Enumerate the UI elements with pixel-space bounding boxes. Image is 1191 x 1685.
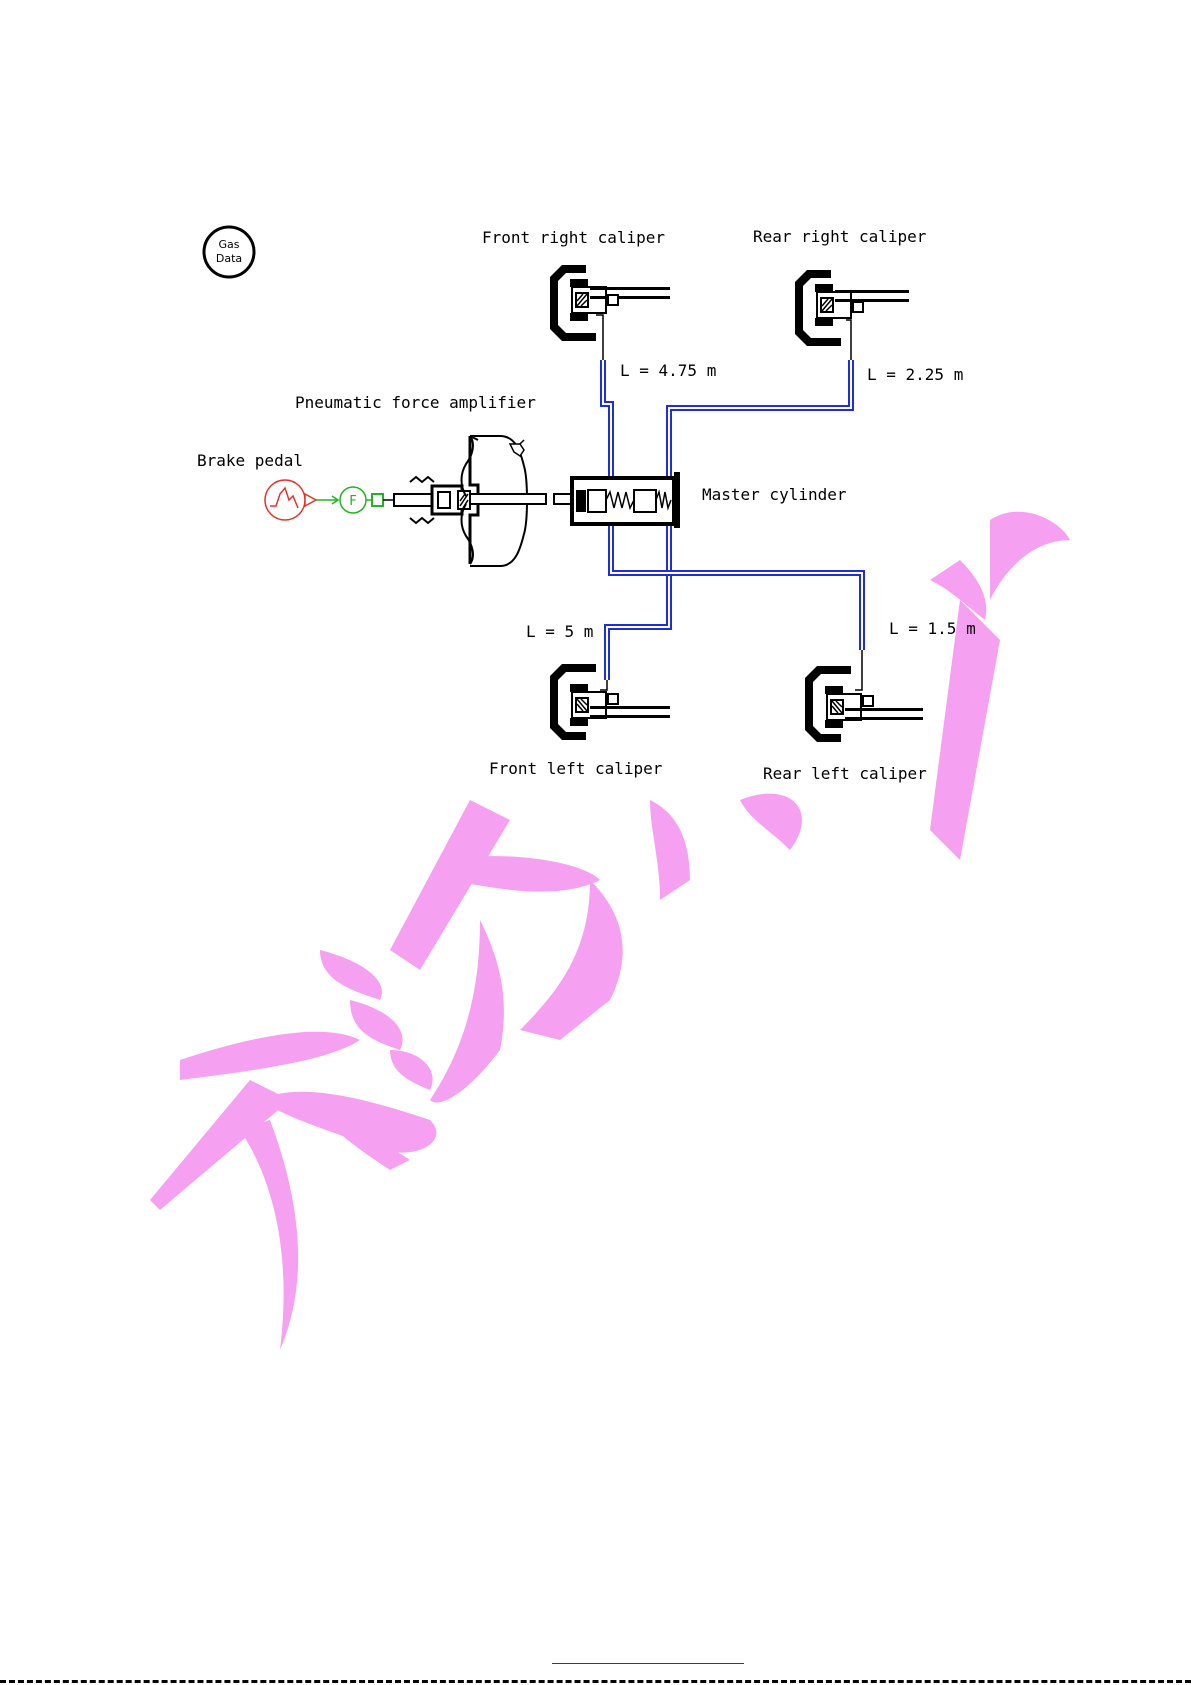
label-rear-left-caliper: Rear left caliper (763, 764, 927, 783)
force-symbol: F (349, 494, 356, 509)
force-sensor-icon: F (340, 487, 383, 513)
label-pipe-front-left: L = 5 m (526, 622, 593, 641)
footer-link-underline[interactable] (552, 1663, 744, 1664)
connector-front-left (600, 680, 607, 690)
master-cylinder (572, 472, 680, 528)
connector-rear-left (855, 650, 862, 690)
pipe-front-right (603, 360, 611, 485)
rear-right-caliper (795, 270, 909, 346)
gas-data-line2: Data (216, 252, 242, 265)
label-front-right-caliper: Front right caliper (482, 228, 665, 247)
brake-pedal-source-icon (265, 480, 316, 520)
gas-data-icon: Gas Data (204, 227, 254, 277)
label-front-left-caliper: Front left caliper (489, 759, 663, 778)
label-master-cylinder: Master cylinder (702, 485, 847, 504)
connector-rear-right (846, 320, 851, 360)
label-rear-right-caliper: Rear right caliper (753, 227, 927, 246)
connector-front-right (596, 315, 603, 360)
label-brake-pedal: Brake pedal (197, 451, 303, 470)
pneumatic-amplifier (394, 436, 582, 566)
page-bottom-rule (0, 1680, 1191, 1683)
label-pipe-front-right: L = 4.75 m (620, 361, 716, 380)
gas-data-line1: Gas (219, 238, 240, 251)
label-pneumatic-amplifier: Pneumatic force amplifier (295, 393, 536, 412)
pipe-front-left (607, 520, 669, 680)
rear-left-caliper (805, 666, 923, 742)
label-pipe-rear-right: L = 2.25 m (867, 365, 963, 384)
label-pipe-rear-left: L = 1.5 m (889, 619, 976, 638)
pipe-rear-left (611, 520, 862, 650)
front-right-caliper (550, 265, 670, 341)
